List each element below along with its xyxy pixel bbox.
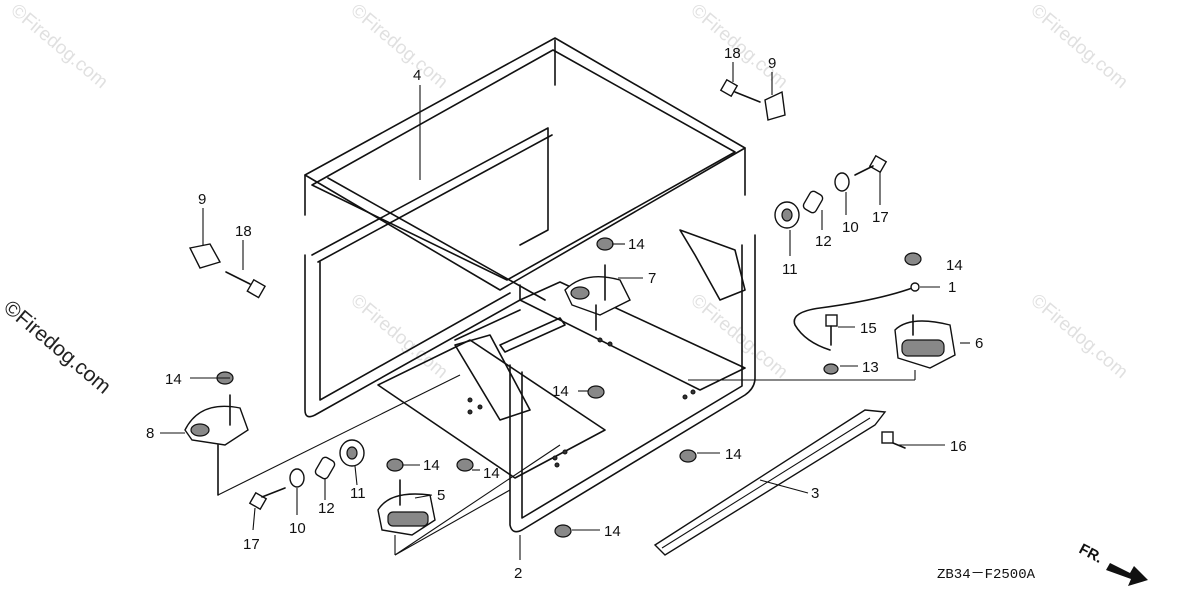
- callout-14: 14: [604, 523, 621, 540]
- bolt-15: [825, 314, 838, 346]
- grommet-11-left: [339, 439, 365, 467]
- callout-12: 12: [318, 500, 335, 517]
- callout-10: 10: [842, 219, 859, 236]
- front-label: FR.: [1076, 541, 1105, 567]
- clip-9-left: [188, 243, 222, 269]
- mount-rubber-7: [564, 264, 631, 331]
- callout-14: 14: [628, 236, 645, 253]
- arrow-right-icon: [1106, 563, 1148, 586]
- grommet-11-right: [774, 201, 800, 229]
- bolt-17-left: [248, 487, 286, 511]
- ground-cable-1: [793, 282, 920, 351]
- callout-14: 14: [483, 465, 500, 482]
- nut-14: [554, 524, 572, 538]
- callout-12: 12: [815, 233, 832, 250]
- callout-16: 16: [950, 438, 967, 455]
- nut-14: [456, 458, 474, 472]
- callout-15: 15: [860, 320, 877, 337]
- nut-13: [823, 363, 839, 375]
- bolt-17-right: [854, 154, 888, 176]
- callout-18: 18: [235, 223, 252, 240]
- mount-rubber-6: [894, 314, 956, 369]
- bolt-18-left: [225, 271, 267, 299]
- bolt-16: [881, 431, 906, 449]
- callout-7: 7: [648, 270, 656, 287]
- diagram-code: ZB34－F2500A: [937, 567, 1036, 583]
- callout-17: 17: [872, 209, 889, 226]
- nut-14: [904, 252, 922, 266]
- leader-lines: [160, 62, 970, 560]
- bolt-18-right: [719, 78, 761, 103]
- callout-9: 9: [198, 191, 206, 208]
- callout-9: 9: [768, 55, 776, 72]
- callout-14: 14: [165, 371, 182, 388]
- spacer-12-right: [802, 190, 824, 214]
- callout-14: 14: [725, 446, 742, 463]
- callout-14: 14: [946, 257, 963, 274]
- mount-rubber-8: [184, 394, 249, 496]
- callout-13: 13: [862, 359, 879, 376]
- callout-3: 3: [811, 485, 819, 502]
- frame-assembly: [304, 37, 756, 533]
- callout-6: 6: [975, 335, 983, 352]
- washer-10-right: [834, 172, 850, 192]
- callout-10: 10: [289, 520, 306, 537]
- nut-14: [596, 237, 614, 251]
- clip-9-right: [764, 90, 786, 121]
- callout-14: 14: [423, 457, 440, 474]
- callout-1: 1: [948, 279, 956, 296]
- callout-17: 17: [243, 536, 260, 553]
- callout-8: 8: [146, 425, 154, 442]
- callout-18: 18: [724, 45, 741, 62]
- front-direction-indicator: FR.: [1076, 541, 1148, 586]
- callout-4: 4: [413, 67, 421, 84]
- callout-2: 2: [514, 565, 522, 582]
- callout-11: 11: [782, 261, 798, 278]
- nut-14: [679, 449, 697, 463]
- nut-14: [587, 385, 605, 399]
- callout-14: 14: [552, 383, 569, 400]
- spacer-12-left: [314, 456, 336, 480]
- washer-10-left: [289, 468, 305, 488]
- nut-14: [386, 458, 404, 472]
- callout-11: 11: [350, 485, 366, 502]
- callouts: 4 18 9 9 18 17 10 12 11 14 7 14 1 15 6 1…: [146, 45, 983, 582]
- mount-rubber-5: [377, 479, 436, 536]
- callout-5: 5: [437, 487, 445, 504]
